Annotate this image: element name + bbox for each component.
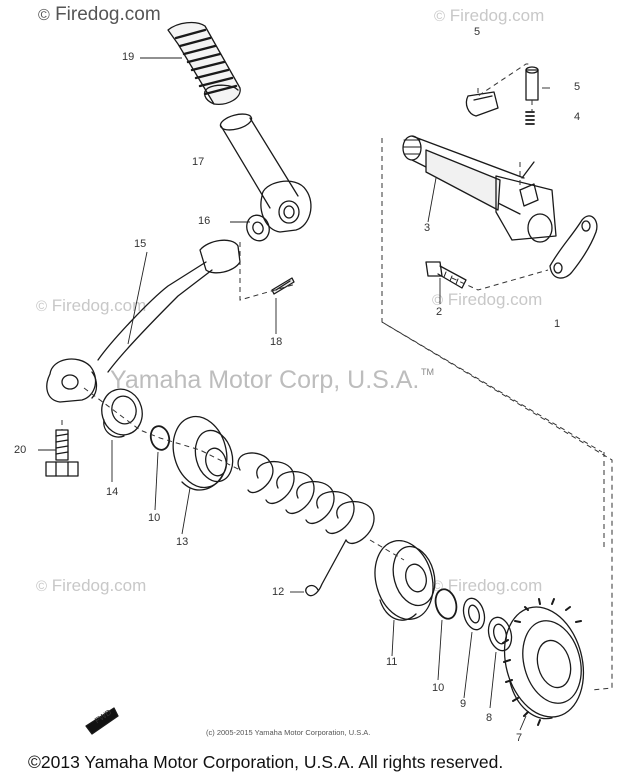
callout-1: 1	[554, 318, 561, 330]
callout-10-upper: 10	[148, 512, 161, 524]
callout-19: 19	[122, 51, 135, 63]
watermark-mid-left: © Firedog.com	[36, 296, 147, 315]
callout-5-top: 5	[474, 26, 481, 38]
pin-18	[271, 277, 295, 295]
callout-17: 17	[192, 156, 205, 168]
spring-4	[525, 111, 535, 125]
washer-16	[246, 214, 270, 242]
trademark-mark: TM	[421, 367, 434, 377]
callout-11: 11	[386, 656, 398, 668]
watermark-mid-right: © Firedog.com	[432, 290, 543, 309]
washer-8	[487, 616, 513, 652]
watermark-bottom-left: © Firedog.com	[36, 576, 147, 595]
callout-10-lower: 10	[432, 682, 445, 694]
footer-copyright: ©2013 Yamaha Motor Corporation, U.S.A. A…	[28, 752, 504, 772]
circlip-10b	[434, 588, 458, 620]
callout-3: 3	[424, 222, 431, 234]
pin-5	[525, 66, 539, 101]
callout-5-right: 5	[574, 81, 581, 93]
washer-9	[462, 597, 486, 631]
spring-guide-13	[172, 415, 234, 491]
forward-arrow-mark	[85, 707, 119, 735]
callout-2: 2	[436, 306, 443, 318]
diagram-copyright: (c) 2005-2015 Yamaha Motor Corporation, …	[206, 728, 371, 737]
kick-guide-1	[549, 215, 598, 279]
watermark-center: Yamaha Motor Corp, U.S.A.	[110, 366, 420, 394]
ratchet-wheel-11	[374, 540, 436, 621]
callout-16: 16	[198, 215, 211, 227]
callout-13: 13	[176, 536, 189, 548]
clip-5	[465, 91, 499, 117]
watermark-top-right: © Firedog.com	[434, 6, 545, 25]
kick-gear-7	[502, 598, 585, 726]
kick-axle-3	[402, 135, 557, 243]
callout-9: 9	[460, 698, 467, 710]
callout-8: 8	[486, 712, 493, 724]
callout-18: 18	[270, 336, 283, 348]
watermark-top-left: © Firedog.com	[38, 4, 161, 25]
callout-14: 14	[106, 486, 119, 498]
callout-12: 12	[272, 586, 285, 598]
bolt-2	[425, 261, 467, 289]
kick-crank-17	[219, 113, 312, 233]
callout-20: 20	[14, 444, 27, 456]
callout-4: 4	[574, 111, 581, 123]
torsion-spring-12	[237, 452, 375, 597]
bolt-20	[45, 429, 79, 477]
oil-seal-14	[101, 388, 143, 438]
callout-7: 7	[516, 732, 523, 744]
circlip-10a	[149, 425, 171, 451]
callout-15: 15	[134, 238, 147, 250]
watermark-bottom-right: © Firedog.com	[432, 576, 543, 595]
kick-crank-grip-19	[167, 21, 241, 105]
